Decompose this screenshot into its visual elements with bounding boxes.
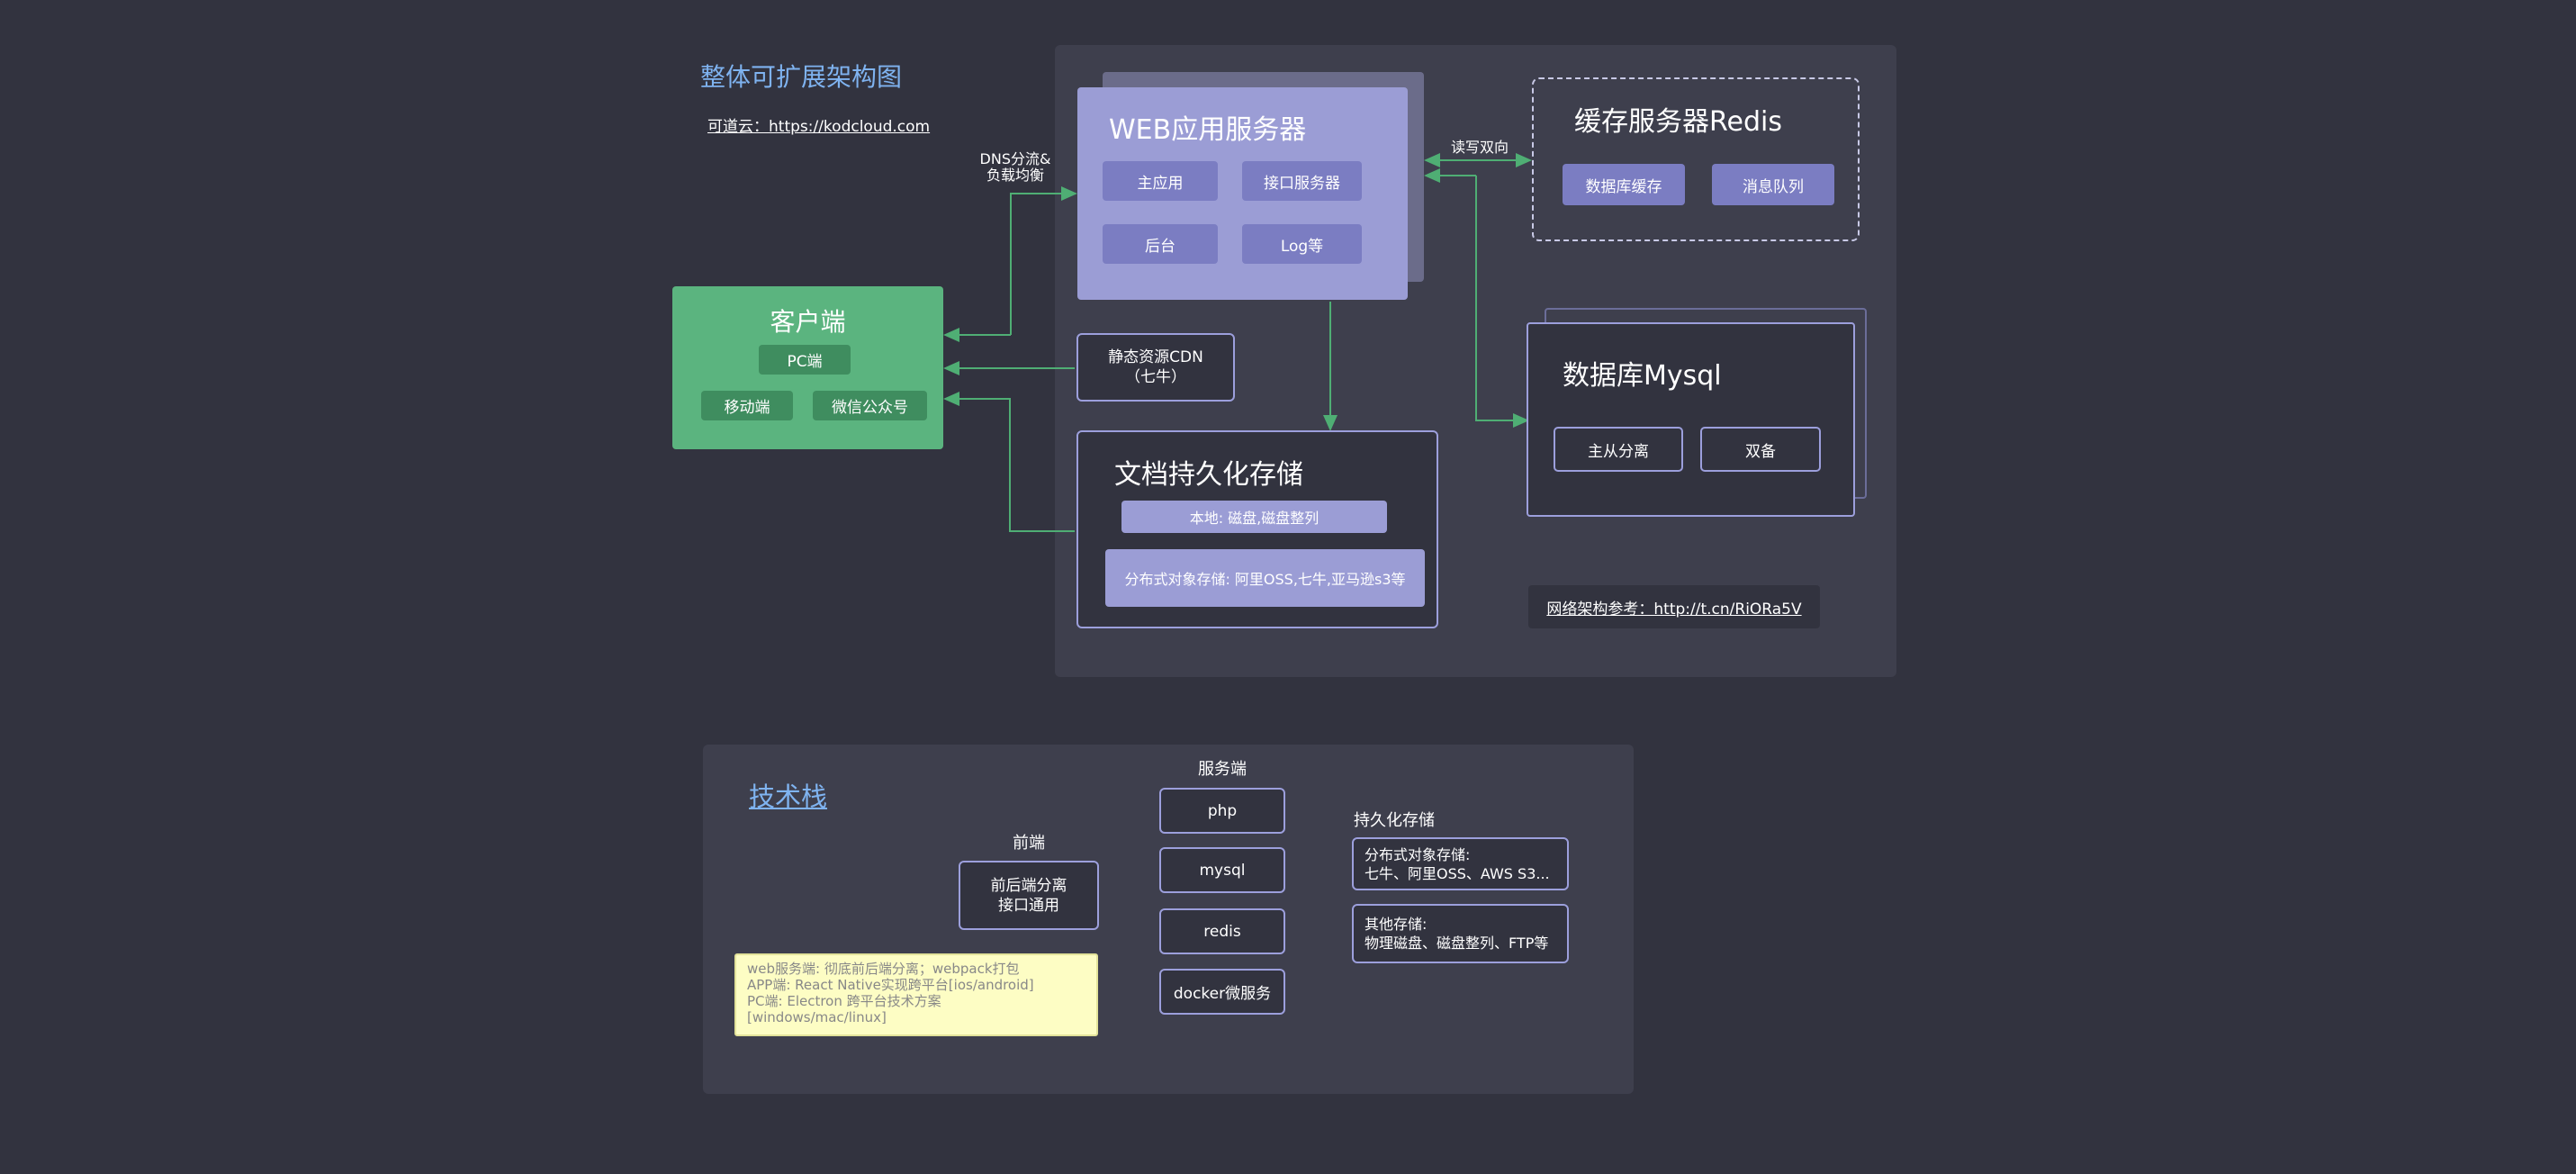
persist-box-distributed-line-1: 分布式对象存储: xyxy=(1365,845,1471,863)
storage-local[interactable]: 本地: 磁盘,磁盘整列 xyxy=(1121,501,1387,533)
dns-label-line-2: 负载均衡 xyxy=(986,167,1044,184)
cdn-line-1: 静态资源CDN xyxy=(1108,348,1203,366)
tech-note-line-2: APP端: React Native实现跨平台[ios/android] xyxy=(747,977,1034,993)
tech-note: web服务端: 彻底前后端分离；webpack打包 APP端: React Na… xyxy=(734,953,1098,1036)
persist-box-distributed-line-2: 七牛、阿里OSS、AWS S3... xyxy=(1365,864,1550,882)
frontend-box-line-2: 接口通用 xyxy=(998,896,1059,915)
web-item-api-server[interactable]: 接口服务器 xyxy=(1242,161,1362,201)
persist-label: 持久化存储 xyxy=(1354,811,1435,830)
tech-note-line-1: web服务端: 彻底前后端分离；webpack打包 xyxy=(747,961,1020,977)
frontend-box: 前后端分离 接口通用 xyxy=(959,861,1099,930)
tech-stack-panel: 技术栈 前端 前后端分离 接口通用 web服务端: 彻底前后端分离；webpac… xyxy=(703,745,1634,1094)
redis-title: 缓存服务器Redis xyxy=(1574,106,1782,138)
persist-box-other: 其他存储: 物理磁盘、磁盘整列、FTP等 xyxy=(1352,904,1569,963)
cdn-box: 静态资源CDN （七牛） xyxy=(1076,333,1235,402)
web-item-admin[interactable]: 后台 xyxy=(1103,224,1218,264)
page-title: 整体可扩展架构图 xyxy=(700,62,903,92)
server-item-php[interactable]: php xyxy=(1159,788,1285,834)
mysql-item-master-slave[interactable]: 主从分离 xyxy=(1554,427,1683,472)
redis-box: 缓存服务器Redis 数据库缓存 消息队列 xyxy=(1532,77,1860,241)
web-item-log[interactable]: Log等 xyxy=(1242,224,1362,264)
client-item-mobile[interactable]: 移动端 xyxy=(701,391,793,420)
storage-distributed[interactable]: 分布式对象存储: 阿里OSS,七牛,亚马逊s3等 xyxy=(1105,549,1425,607)
server-item-redis[interactable]: redis xyxy=(1159,908,1285,954)
redis-item-message-queue[interactable]: 消息队列 xyxy=(1712,164,1834,205)
persist-box-other-line-2: 物理磁盘、磁盘整列、FTP等 xyxy=(1365,935,1549,952)
web-server-box: WEB应用服务器 主应用 接口服务器 后台 Log等 xyxy=(1077,87,1408,300)
client-item-wechat[interactable]: 微信公众号 xyxy=(813,391,927,420)
mysql-title: 数据库Mysql xyxy=(1563,360,1722,392)
redis-item-db-cache[interactable]: 数据库缓存 xyxy=(1563,164,1685,205)
tech-stack-title[interactable]: 技术栈 xyxy=(749,781,828,812)
dns-label-line-1: DNS分流& xyxy=(979,150,1051,167)
mysql-box: 数据库Mysql 主从分离 双备 xyxy=(1527,322,1855,517)
server-label: 服务端 xyxy=(1198,760,1247,779)
dns-label: DNS分流& 负载均衡 xyxy=(972,151,1058,184)
storage-box: 文档持久化存储 本地: 磁盘,磁盘整列 分布式对象存储: 阿里OSS,七牛,亚马… xyxy=(1076,430,1438,628)
mysql-item-dual-backup[interactable]: 双备 xyxy=(1700,427,1821,472)
client-item-pc[interactable]: PC端 xyxy=(759,345,851,375)
tech-note-line-4: [windows/mac/linux] xyxy=(747,1009,887,1025)
cdn-line-2: （七牛） xyxy=(1125,368,1186,386)
web-server-title: WEB应用服务器 xyxy=(1109,114,1307,146)
client-title: 客户端 xyxy=(770,307,846,337)
server-item-docker[interactable]: docker微服务 xyxy=(1159,969,1285,1015)
storage-title: 文档持久化存储 xyxy=(1114,459,1303,491)
client-box: 客户端 PC端 移动端 微信公众号 xyxy=(672,286,943,449)
frontend-box-line-1: 前后端分离 xyxy=(990,876,1067,895)
rw-label: 读写双向 xyxy=(1451,139,1509,156)
network-ref-box: 网络架构参考：http://t.cn/RiORa5V xyxy=(1528,585,1820,628)
web-item-main-app[interactable]: 主应用 xyxy=(1103,161,1218,201)
tech-note-line-3: PC端: Electron 跨平台技术方案 xyxy=(747,993,941,1009)
server-item-mysql[interactable]: mysql xyxy=(1159,847,1285,893)
persist-box-distributed: 分布式对象存储: 七牛、阿里OSS、AWS S3... xyxy=(1352,837,1569,890)
kodcloud-link[interactable]: 可道云：https://kodcloud.com xyxy=(707,118,931,136)
frontend-label: 前端 xyxy=(1013,834,1045,853)
persist-box-other-line-1: 其他存储: xyxy=(1365,916,1428,933)
network-ref-link[interactable]: 网络架构参考：http://t.cn/RiORa5V xyxy=(1546,600,1802,619)
